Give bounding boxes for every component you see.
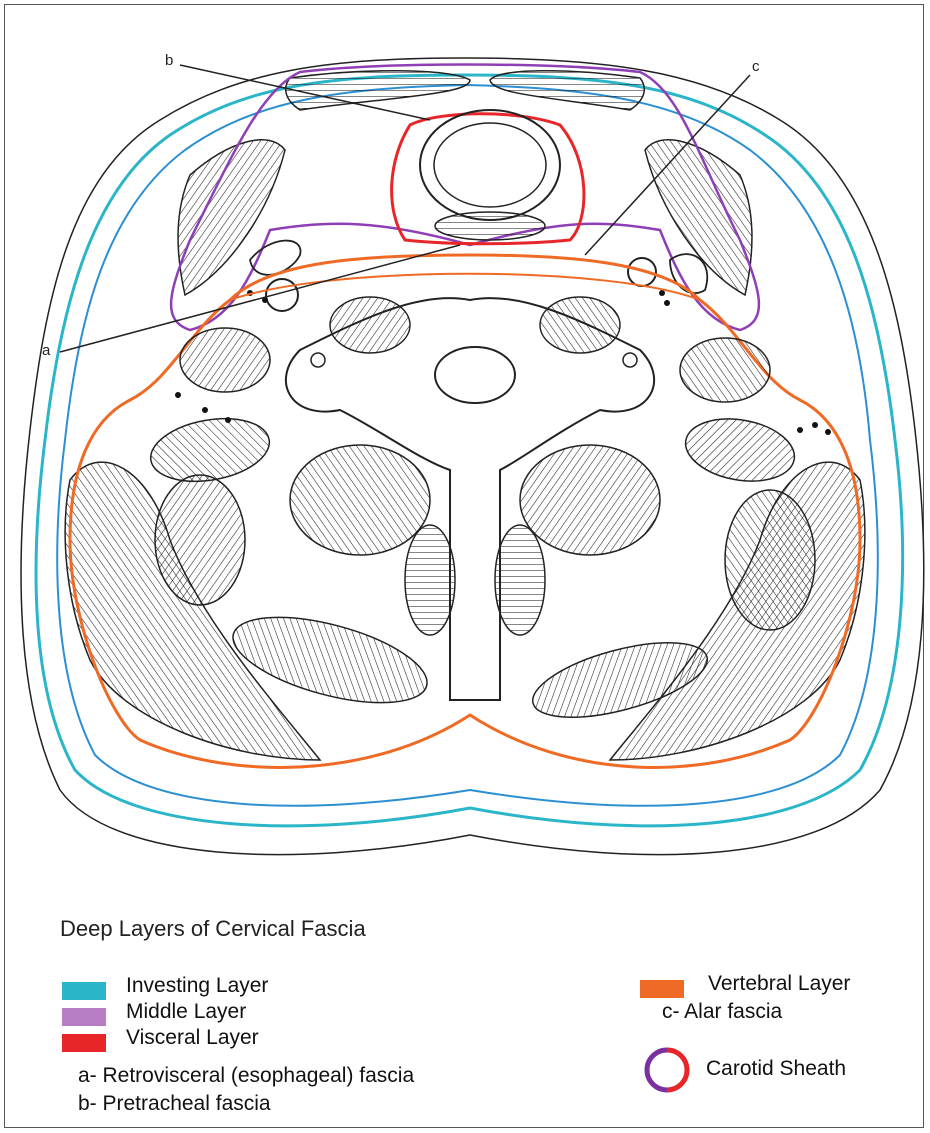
legend-title: Deep Layers of Cervical Fascia [60, 916, 366, 942]
legend-retrovisceral: a- Retrovisceral (esophageal) fascia [78, 1064, 414, 1088]
strap-muscle-right [490, 71, 644, 110]
legend-vertebral-layer: Vertebral Layer [708, 972, 850, 996]
longus-colli-left [330, 297, 410, 353]
strap-muscle-left [286, 71, 470, 110]
swatch-visceral-layer [62, 1034, 106, 1052]
legend-carotid-sheath: Carotid Sheath [706, 1057, 846, 1081]
callout-c: c [752, 58, 760, 75]
splenius-left [155, 475, 245, 605]
legend-pretracheal: b- Pretracheal fascia [78, 1092, 271, 1116]
scm-muscle-left [178, 140, 285, 295]
multifidus-right [495, 525, 545, 635]
semispinalis-right [520, 445, 660, 555]
longus-colli-right [540, 297, 620, 353]
legend-visceral-layer: Visceral Layer [126, 1026, 259, 1050]
legend-investing-layer: Investing Layer [126, 974, 268, 998]
callout-a: a [42, 342, 50, 359]
legend-alar: c- Alar fascia [662, 1000, 782, 1024]
swatch-middle-layer [62, 1008, 106, 1026]
swatch-vertebral-layer [640, 980, 684, 998]
scalene-left [180, 328, 270, 392]
callout-b: b [165, 52, 173, 69]
legend-middle-layer: Middle Layer [126, 1000, 246, 1024]
multifidus-left [405, 525, 455, 635]
levator-right [681, 411, 800, 489]
semispinalis-left [290, 445, 430, 555]
spinal-canal [435, 347, 515, 403]
esophagus [435, 212, 545, 240]
swatch-investing-layer [62, 982, 106, 1000]
carotid-sheath-icon [642, 1045, 692, 1095]
trachea-lumen [434, 123, 546, 207]
splenius-right [725, 490, 815, 630]
scm-muscle-right [645, 140, 752, 295]
trachea [420, 110, 560, 220]
scalene-right [680, 338, 770, 402]
